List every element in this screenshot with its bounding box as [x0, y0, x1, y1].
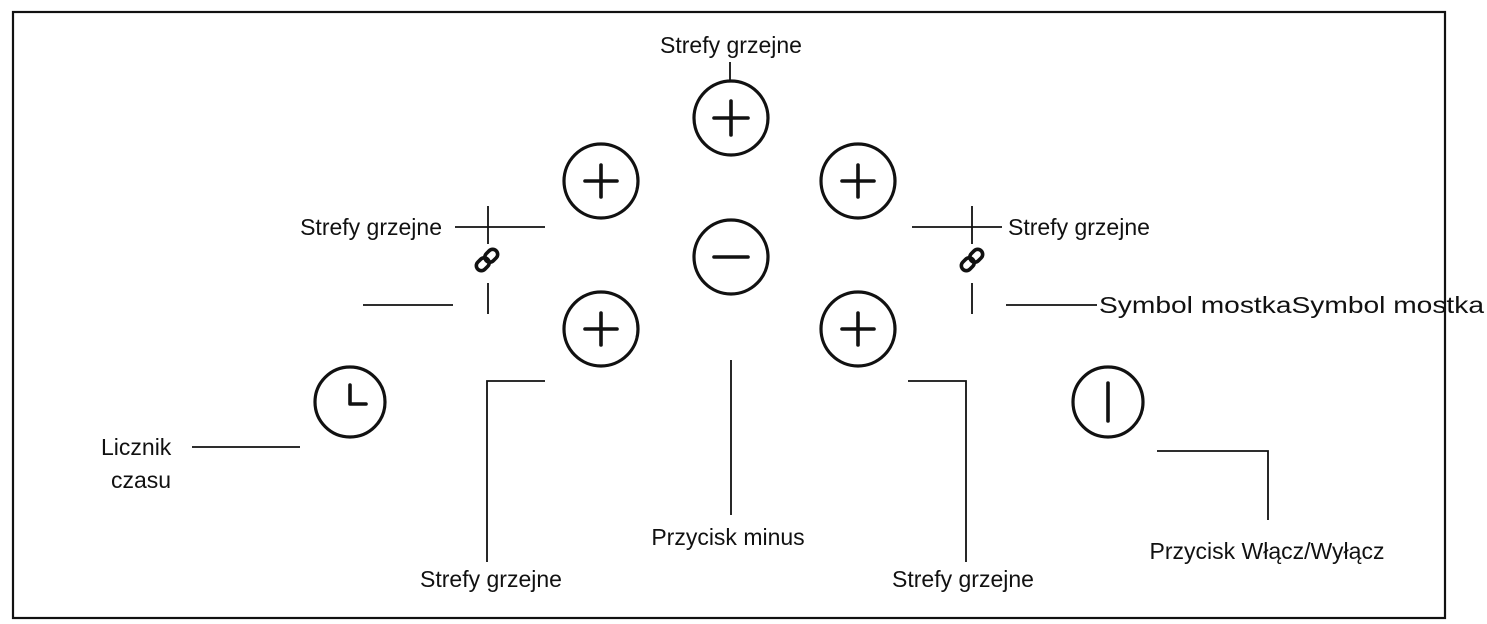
plus-button-top[interactable]	[692, 79, 770, 157]
chain-link-icon	[474, 247, 500, 273]
panel-frame	[11, 10, 1447, 620]
label-timer-line1: Licznik	[101, 434, 172, 460]
bridge-toggle-right[interactable]	[959, 247, 985, 273]
label-zone-left: Strefy grzejne	[300, 214, 442, 240]
minus-button[interactable]	[692, 218, 770, 296]
label-zone-top: Strefy grzejne	[660, 32, 802, 58]
clock-icon	[348, 383, 368, 406]
label-timer-line2: czasu	[111, 467, 171, 493]
plus-icon	[583, 163, 619, 199]
label-zone-right: Strefy grzejne	[1008, 214, 1150, 240]
bridge-toggle-left[interactable]	[474, 247, 500, 273]
plus-button-lower-right[interactable]	[819, 290, 897, 368]
chain-link-icon	[959, 247, 985, 273]
label-minus-button: Przycisk minus	[651, 524, 804, 550]
label-power-button: Przycisk Włącz/Wyłącz	[1150, 538, 1385, 564]
power-button[interactable]	[1071, 365, 1145, 439]
leader-zone-bottom-right	[908, 380, 967, 562]
plus-icon	[712, 99, 750, 137]
plus-icon	[840, 311, 876, 347]
plus-icon	[583, 311, 619, 347]
plus-button-upper-left[interactable]	[562, 142, 640, 220]
timer-button[interactable]	[313, 365, 387, 439]
label-zone-bottom-left: Strefy grzejne	[420, 566, 562, 592]
plus-button-upper-right[interactable]	[819, 142, 897, 220]
label-zone-bottom-right: Strefy grzejne	[892, 566, 1034, 592]
leader-power-button	[1157, 450, 1269, 520]
plus-button-lower-left[interactable]	[562, 290, 640, 368]
label-bridge-symbol: Symbol mostkaSymbol mostka	[1099, 292, 1484, 318]
leader-zone-bottom-left	[486, 380, 545, 562]
plus-icon	[840, 163, 876, 199]
